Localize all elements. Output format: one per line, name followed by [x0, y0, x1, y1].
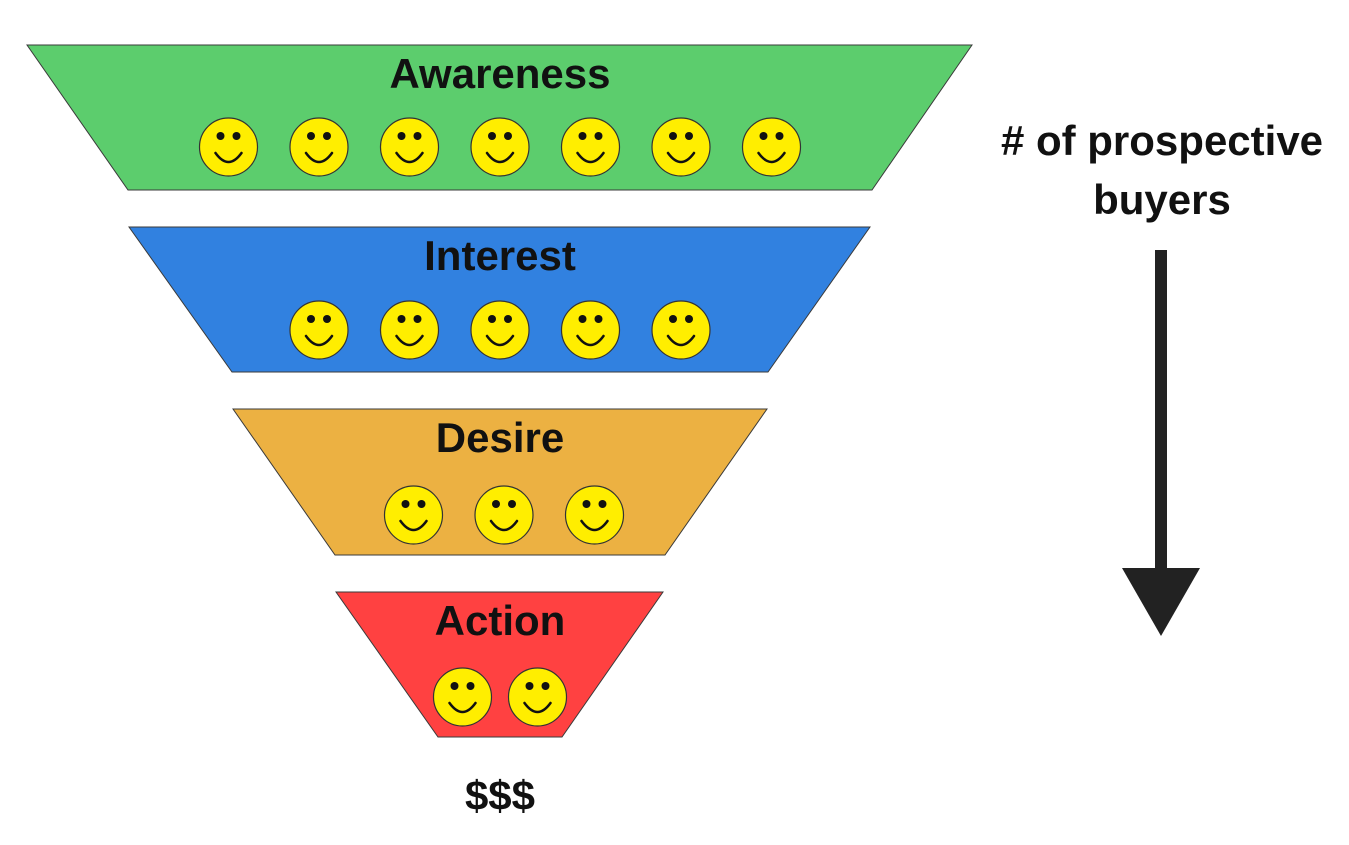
smiley-face-icon: [383, 485, 444, 545]
smiley-face-icon: [379, 300, 440, 360]
funnel-stage-desire: Desire: [232, 408, 768, 556]
smiley-face-icon: [289, 117, 349, 177]
smiley-face-icon: [470, 117, 530, 177]
stage-label: Interest: [424, 232, 576, 279]
funnel-band: [335, 591, 664, 738]
down-arrow-icon: [1122, 250, 1200, 636]
smiley-face-icon: [560, 117, 621, 177]
smiley-face-icon: [560, 300, 621, 360]
funnel-stage-action: Action: [335, 591, 664, 738]
axis-label-line1: # of prospective: [1001, 117, 1323, 164]
smiley-face-icon: [289, 300, 349, 360]
smiley-face-icon: [741, 117, 802, 177]
stage-label: Action: [435, 597, 566, 644]
stage-label: Awareness: [389, 50, 610, 97]
smiley-face-icon: [651, 300, 711, 360]
smiley-face-icon: [507, 667, 568, 727]
funnel-band: [232, 408, 768, 556]
stage-label: Desire: [436, 414, 564, 461]
funnel-stage-interest: Interest: [128, 226, 871, 373]
smiley-face-icon: [432, 667, 493, 727]
axis-label-line2: buyers: [1093, 176, 1231, 223]
smiley-face-icon: [564, 485, 625, 545]
smiley-face-icon: [198, 117, 259, 177]
smiley-face-icon: [470, 300, 530, 360]
outcome-label: $$$: [465, 772, 535, 819]
funnel-stage-awareness: Awareness: [26, 44, 973, 191]
smiley-face-icon: [379, 117, 440, 177]
smiley-face-icon: [651, 117, 711, 177]
smiley-face-icon: [474, 485, 534, 545]
